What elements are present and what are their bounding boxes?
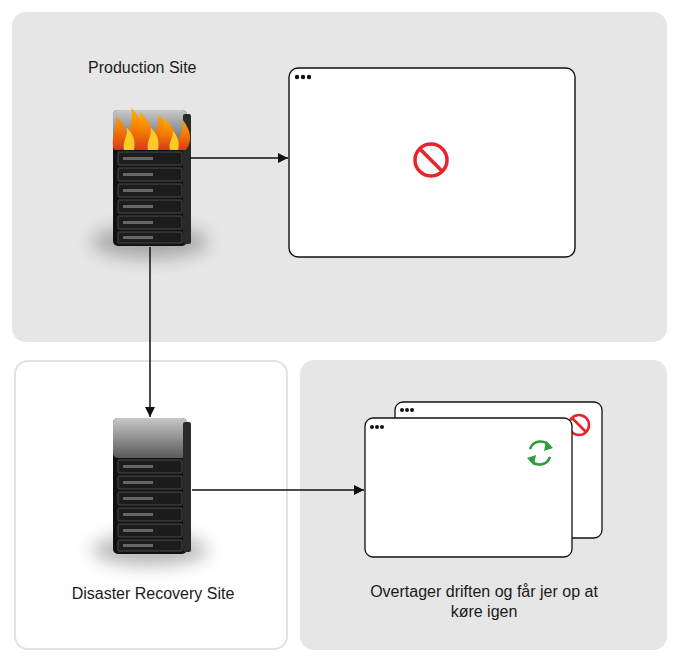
production-server: [113, 110, 191, 246]
text-wrap: Disaster Recovery Site: [68, 584, 238, 604]
flow-arrow: [192, 489, 364, 491]
app-window-down: [395, 402, 602, 538]
flow-arrow: [149, 247, 151, 417]
site-panel: Production Site: [12, 12, 667, 342]
recovery-server: [113, 418, 191, 554]
app-window-restored: [365, 418, 572, 557]
caption-text: Overtager driften og får jer op at køre …: [364, 582, 604, 622]
caption-panel: Overtager driften og får jer op at køre …: [300, 360, 667, 650]
fire: [113, 108, 190, 150]
server-shadow: [92, 534, 208, 566]
text-wrap: Production Site: [88, 58, 268, 78]
app-window-down: [289, 68, 575, 257]
site-panel: Disaster Recovery Site: [14, 360, 288, 650]
server-shadow: [92, 226, 208, 258]
text-wrap: Overtager driften og får jer op at køre …: [364, 582, 604, 622]
flow-arrow: [190, 157, 288, 159]
site-title: Production Site: [88, 58, 268, 78]
site-title: Disaster Recovery Site: [68, 584, 238, 604]
sync-icon: [530, 441, 550, 464]
